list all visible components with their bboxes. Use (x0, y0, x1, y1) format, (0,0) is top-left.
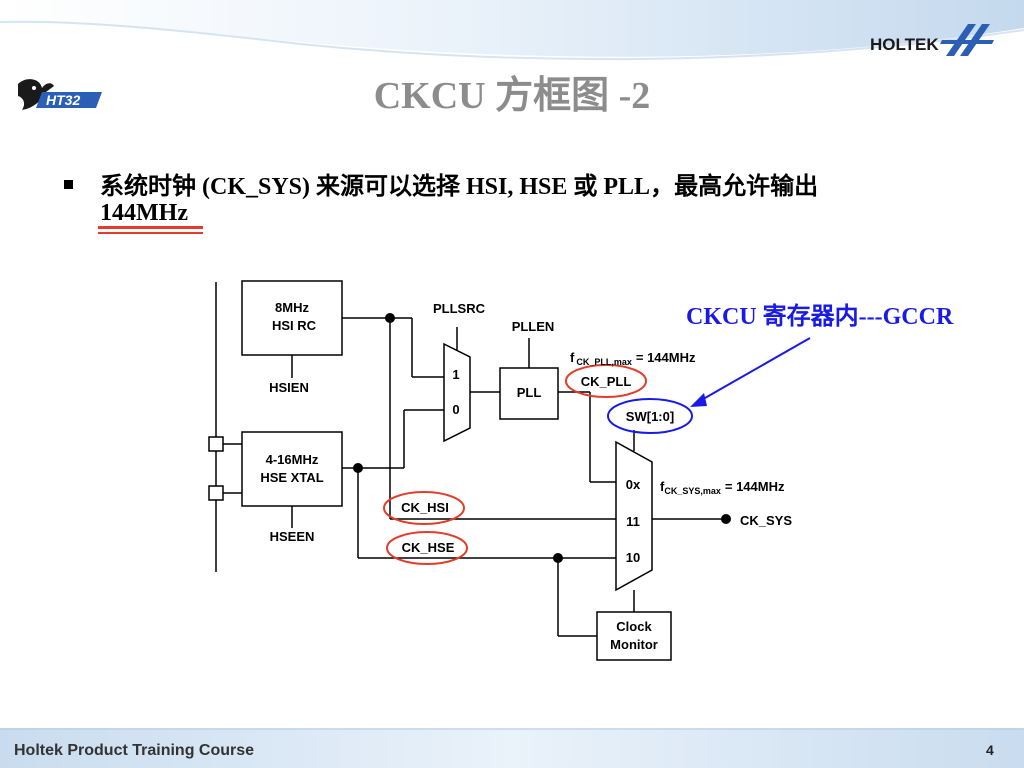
bullet-marker (64, 180, 73, 189)
clock-block-diagram: 8MHz HSI RC HSIEN 4-16MHz HSE XTAL HSEEN… (208, 280, 811, 661)
header-swoosh (0, 0, 1024, 61)
sw-label: SW[1:0] (626, 409, 674, 424)
holtek-logo-text: HOLTEK (870, 35, 939, 54)
page-number: 4 (986, 742, 994, 758)
ck-hsi-label: CK_HSI (401, 500, 449, 515)
hse-name-label: HSE XTAL (260, 470, 323, 485)
sw-highlight (607, 398, 693, 434)
junction-dot (553, 553, 563, 563)
sw-input-10: 10 (626, 550, 640, 565)
ck-hse-highlight (386, 531, 468, 565)
fsys-label: fCK_SYS,max= 144MHz (660, 479, 785, 496)
ck-hse-label: CK_HSE (402, 540, 455, 555)
junction-dot (353, 463, 363, 473)
ht32-logo: HT32 (18, 79, 102, 110)
hsi-name-label: HSI RC (272, 318, 317, 333)
ck-pll-label: CK_PLL (581, 374, 632, 389)
junction-dot (385, 313, 395, 323)
pllsrc-label: PLLSRC (433, 301, 486, 316)
hse-freq-label: 4-16MHz (266, 452, 319, 467)
pllsrc-input-1: 1 (452, 367, 459, 382)
gccr-arrow-head (690, 393, 707, 407)
ht32-logo-text: HT32 (46, 92, 80, 108)
bullet-text-max-frequency: 144MHz (100, 200, 188, 226)
page-title: CKCU 方框图 -2 (373, 75, 651, 117)
hse-pin-out (208, 485, 224, 501)
gccr-arrow (697, 337, 811, 403)
footer-bar (0, 728, 1024, 768)
hse-xtal-block (241, 431, 343, 507)
clock-monitor-line1: Clock (616, 619, 652, 634)
pll-label: PLL (517, 385, 542, 400)
highlight-underline-secondary (98, 232, 203, 234)
pllen-label: PLLEN (512, 319, 555, 334)
sw-input-11: 11 (626, 514, 640, 529)
sw-mux (615, 440, 653, 592)
hsien-label: HSIEN (269, 380, 309, 395)
hseen-label: HSEEN (270, 529, 315, 544)
ck-hsi-highlight (383, 491, 465, 525)
ck-sys-label: CK_SYS (740, 513, 792, 528)
ck-sys-output-dot (721, 514, 731, 524)
footer-course-title: Holtek Product Training Course (14, 742, 255, 759)
bullet-text: 系统时钟 (CK_SYS) 来源可以选择 HSI, HSE 或 PLL，最高允许… (100, 174, 819, 200)
holtek-logo: HOLTEK (870, 24, 994, 56)
hse-pin-in (208, 436, 224, 452)
gccr-callout: CKCU 寄存器内---GCCR (686, 304, 954, 330)
sw-input-0x: 0x (626, 477, 641, 492)
ck-pll-highlight (565, 364, 647, 398)
highlight-underline (98, 226, 203, 229)
clock-monitor-line2: Monitor (610, 637, 658, 652)
pllsrc-input-0: 0 (452, 402, 459, 417)
pllsrc-mux (443, 342, 471, 443)
hsi-freq-label: 8MHz (275, 300, 309, 315)
